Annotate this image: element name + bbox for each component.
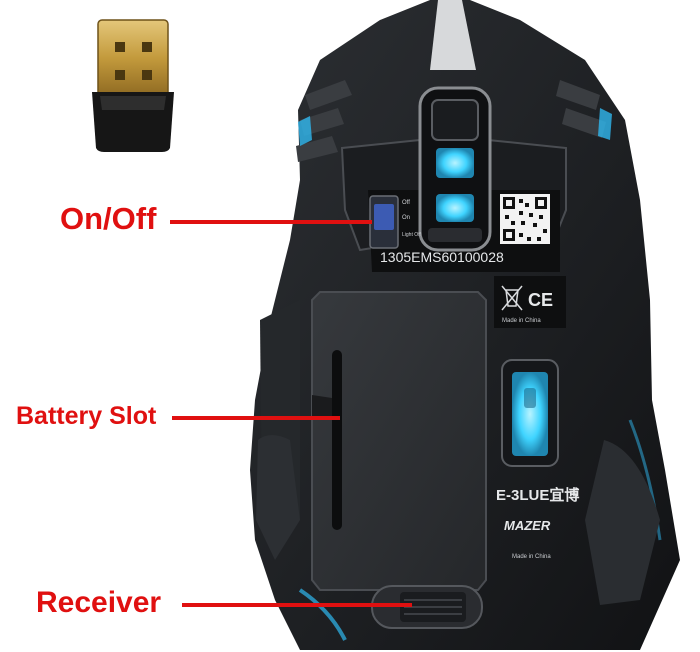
usb-receiver [92,19,174,152]
callout-receiver: Receiver [36,586,162,619]
optical-sensor [418,86,492,252]
ce-mark: CE [528,290,553,310]
battery-door [311,291,487,591]
switch-label-off: Off [402,200,410,206]
recycle-bin-icon [501,285,523,311]
battery-slot-groove [332,350,342,530]
dpi-indicator [501,359,559,467]
receiver-bay [371,585,483,629]
brand-series: MAZER [504,518,551,533]
certification-panel: CE Made in China [494,276,566,328]
callout-on-off: On/Off [60,201,157,236]
brand-made-in: Made in China [512,554,551,560]
serial-number: 1305EMS60100028 [380,249,504,265]
callout-battery-slot: Battery Slot [16,402,157,430]
switch-label-light-off: Light Off [402,232,421,238]
switch-label-on: On [402,215,410,221]
brand-name: E-3LUE宜博 [496,486,579,504]
qr-code [500,194,550,244]
cert-made-in: Made in China [502,318,541,324]
